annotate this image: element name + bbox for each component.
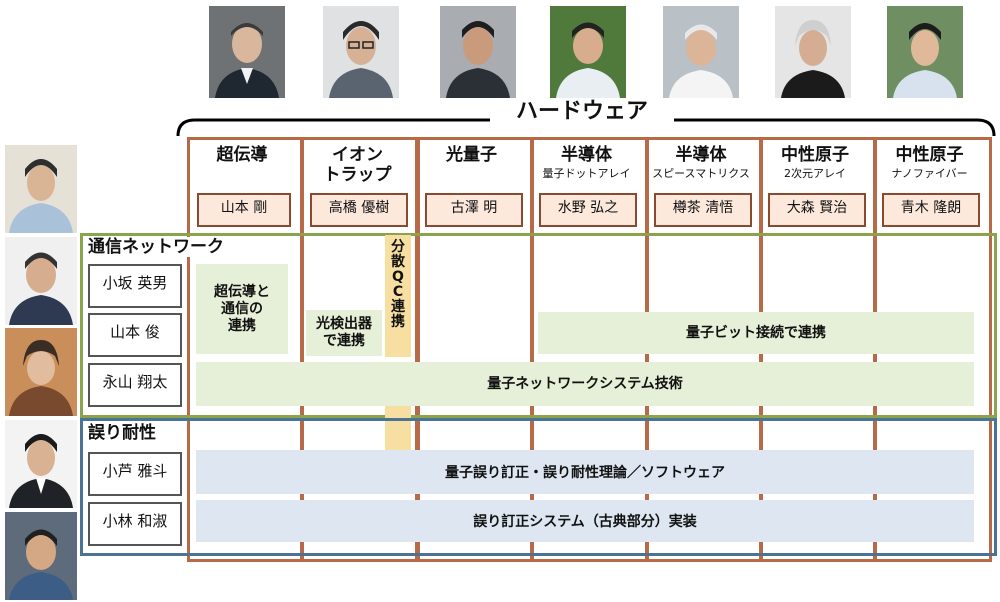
column-ion-trap [301,137,420,562]
column-title: 超伝導 [216,145,268,165]
portrait-photo [775,6,851,98]
error-tolerance-section-title: 誤り耐性 [88,423,160,443]
network-member: 山本 俊 [88,313,182,357]
column-subtitle: 量子ドットアレイ [542,167,631,180]
column-title: 中性原子 [895,145,964,165]
network-tech-bar: 量子ネットワークシステム技術 [196,362,974,406]
column-person-name: 樽茶 清悟 [654,193,752,227]
portrait-photo [5,420,77,508]
column-person-name: 高橋 優樹 [310,193,408,227]
distributed-qc-label: 分 散 Q C 連 携 [391,239,405,330]
error-member: 小林 和淑 [88,502,182,546]
qec-theory-bar: 量子誤り訂正・誤り耐性理論／ソフトウェア [196,450,974,494]
column-person-name: 山本 剛 [197,193,291,227]
column-title: 中性原子 [781,145,849,165]
column-person-name: 大森 賢治 [768,193,866,227]
portrait-photo [5,328,77,416]
network-section [80,233,997,418]
photodetector-link-bar: 光検出器 で連携 [306,310,382,356]
portrait-photo [5,237,77,325]
column-title: 半導体 [561,145,612,165]
portrait-photo [209,6,285,98]
column-subtitle: 2次元アレイ [784,167,846,180]
qec-impl-bar: 誤り訂正システム（古典部分）実装 [196,500,974,542]
hardware-label: ハードウェア [490,98,674,126]
portrait-photo [550,6,626,98]
column-person-name: 青木 隆朗 [882,193,980,227]
column-title: 半導体 [675,145,727,165]
column-title: イオン トラップ [323,145,392,185]
error-tolerance-section [80,418,997,556]
portrait-photo [5,145,77,233]
column-person-name: 古澤 明 [425,193,523,227]
portrait-photo [323,6,399,98]
portrait-photo [887,6,963,98]
portrait-photo [5,512,77,600]
column-person-name: 水野 弘之 [539,193,637,227]
portrait-photo [440,6,516,98]
portrait-photo [663,6,739,98]
error-member: 小芦 雅斗 [88,452,182,496]
network-member: 小坂 英男 [88,264,182,308]
distributed-qc-bar-extension [385,406,411,452]
network-member: 永山 翔太 [88,363,182,407]
column-subtitle: ナノファイバー [891,167,968,180]
column-subtitle: スピースマトリクス [652,167,750,180]
distributed-qc-bar [385,235,411,357]
column-title: 光量子 [446,145,497,165]
superconduct-link-bar: 超伝導と 通信の 連携 [196,264,288,354]
network-section-title: 通信ネットワーク [88,237,228,257]
qubit-connect-bar: 量子ビット接続で連携 [538,312,974,354]
